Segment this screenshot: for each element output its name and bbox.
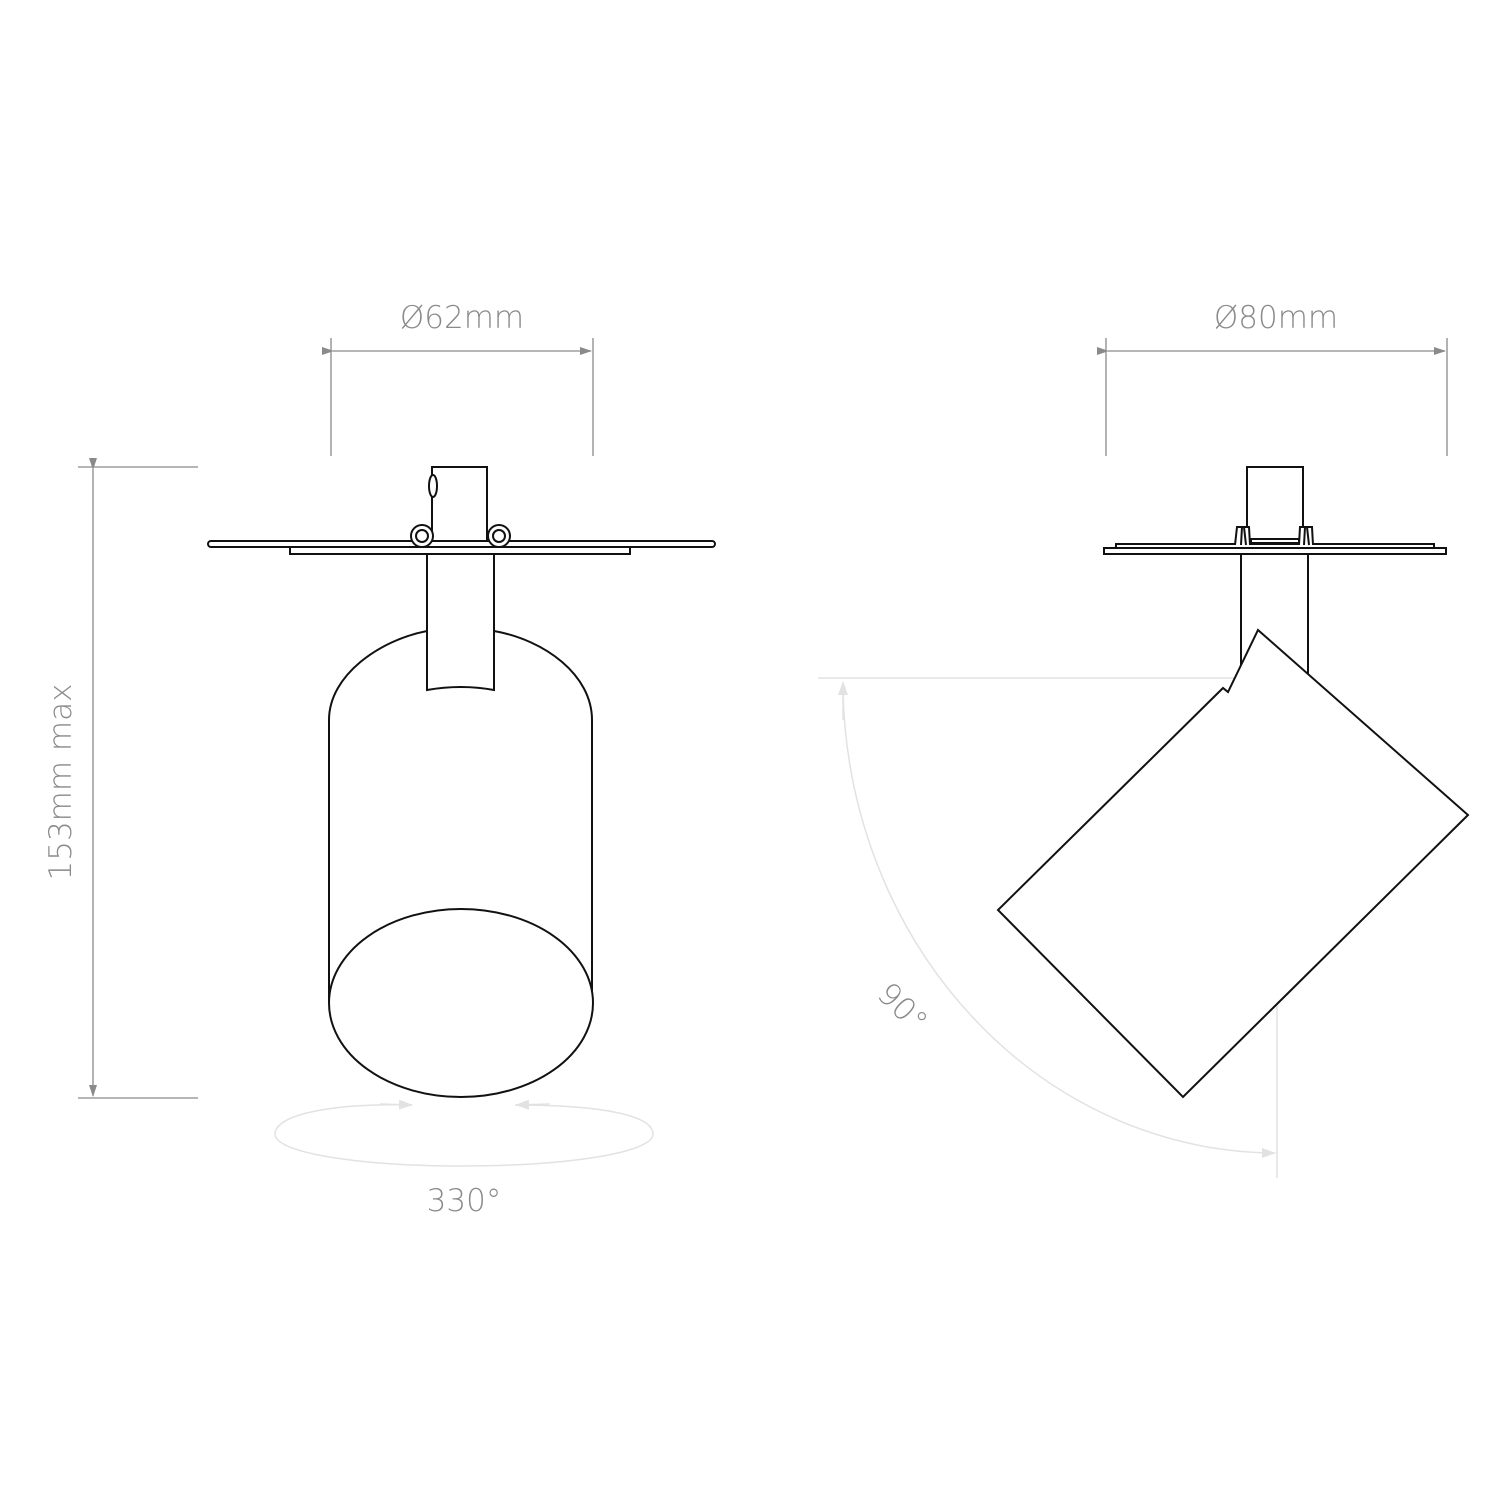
height-dimension: 153mm max — [43, 458, 198, 1099]
rotation-label: 330° — [427, 1183, 502, 1219]
side-width-dimension: Ø80mm — [1097, 300, 1448, 456]
side-width-label: Ø80mm — [1214, 300, 1338, 336]
tilt-label: 90° — [870, 976, 934, 1040]
front-width-dimension: Ø62mm — [322, 300, 594, 456]
height-label: 153mm max — [43, 684, 79, 881]
front-width-label: Ø62mm — [400, 300, 524, 336]
rotation-indicator: 330° — [274, 1099, 654, 1219]
side-view-luminaire — [996, 466, 1470, 1099]
front-view-luminaire — [207, 466, 716, 1098]
